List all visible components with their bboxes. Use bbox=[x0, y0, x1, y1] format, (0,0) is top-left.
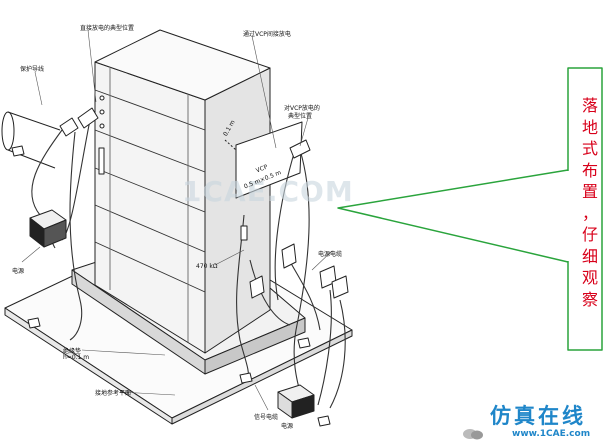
insulating-support-side bbox=[204, 317, 306, 375]
label-power-supply-right: 电源 bbox=[281, 423, 294, 430]
label-ground-reference-plane: 接地参考平面 bbox=[95, 390, 132, 397]
ground-clips bbox=[11, 145, 331, 427]
callout-char: 地 bbox=[581, 117, 598, 137]
brand-site: www.1CAE.com bbox=[512, 429, 591, 439]
callout-char: ， bbox=[581, 203, 598, 223]
cabinet-top bbox=[94, 29, 271, 101]
label-protective-conductor: 保护导线 bbox=[20, 66, 45, 73]
vertical-coupling-plane bbox=[235, 121, 303, 199]
cabinet-side bbox=[204, 67, 271, 354]
callout-char: 式 bbox=[581, 139, 598, 158]
label-power-cable: 电源电缆 bbox=[318, 251, 343, 258]
label-vcp-position-2: 典型位置 bbox=[288, 113, 313, 120]
callout-char: 细 bbox=[581, 246, 598, 266]
callout-char: 仔 bbox=[581, 225, 598, 244]
callout-pointer bbox=[337, 169, 569, 263]
cabinet-drawer-lines bbox=[94, 67, 206, 342]
label-resistor: 470 kΩ bbox=[196, 263, 218, 270]
label-power-supply-left: 电源 bbox=[12, 268, 25, 275]
callout-char: 置 bbox=[581, 182, 598, 201]
ground-plane-edge-right bbox=[171, 329, 353, 425]
label-vcp-indirect: 通过VCP间接放电 bbox=[243, 31, 291, 38]
tube-end bbox=[1, 111, 15, 151]
label-insulation-1: 绝缘垫 bbox=[63, 348, 82, 355]
wechat-icon bbox=[463, 429, 483, 440]
callout-char: 布 bbox=[581, 160, 598, 180]
label-insulation-2: h=0.1 m bbox=[63, 354, 90, 361]
callout-char: 察 bbox=[581, 289, 598, 309]
side-connectors bbox=[249, 243, 349, 299]
callout-box bbox=[567, 67, 603, 351]
callout-char: 观 bbox=[581, 268, 598, 287]
leader-lines bbox=[21, 29, 333, 411]
protective-conductor-tube bbox=[7, 111, 61, 169]
esd-probes bbox=[59, 107, 311, 241]
power-supply-right bbox=[277, 384, 315, 419]
watermark: 1CAE.COM bbox=[182, 175, 354, 208]
brand-name: 仿真在线 bbox=[490, 403, 586, 428]
callout-char: 落 bbox=[581, 96, 598, 115]
power-supply-left bbox=[29, 209, 67, 248]
vcp-spacing-dim bbox=[224, 139, 237, 151]
label-signal-cable: 信号电缆 bbox=[254, 414, 279, 421]
callout-text: 落 地 式 布 置 ， 仔 细 观 察 bbox=[578, 95, 602, 310]
label-vcp-position-1: 对VCP放电的 bbox=[284, 105, 320, 112]
cabinet-front-screws bbox=[98, 95, 105, 175]
label-direct-discharge: 直接放电的典型位置 bbox=[80, 25, 135, 32]
